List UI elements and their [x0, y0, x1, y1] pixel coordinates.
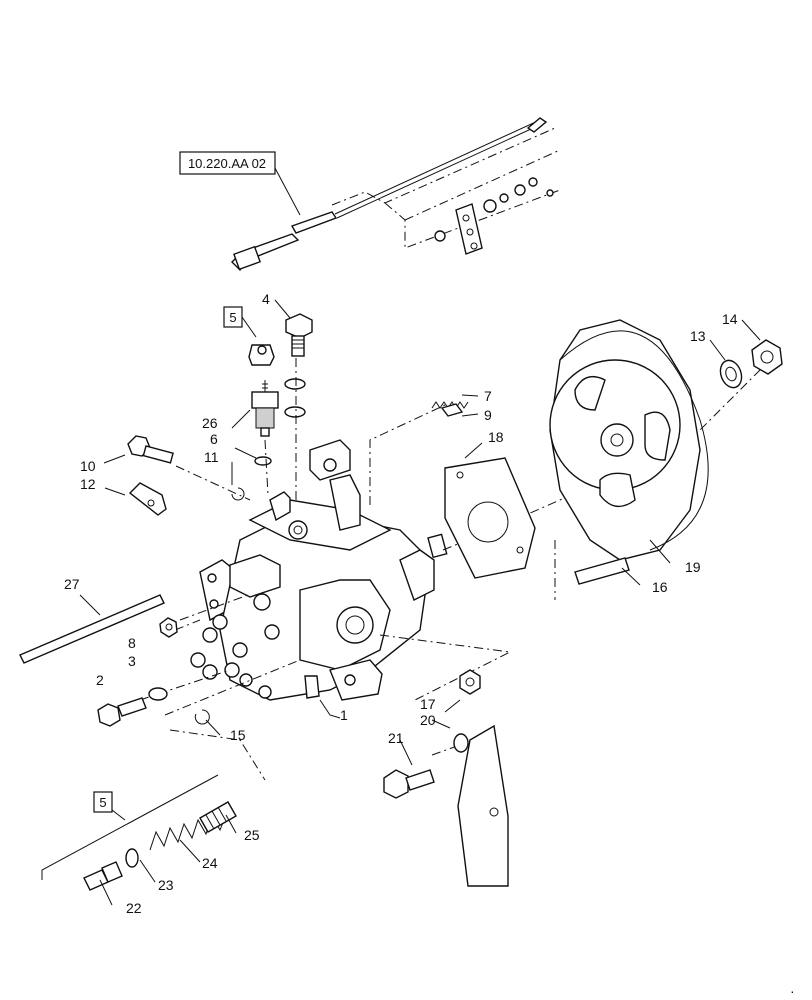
reference-label[interactable]: 10.220.AA 02: [188, 156, 266, 171]
injection-pump-body: [190, 439, 448, 719]
upper-left-parts: 5: [103, 299, 313, 516]
callout-23[interactable]: 23: [158, 877, 174, 893]
callout-16[interactable]: 16: [652, 579, 668, 595]
callout-9[interactable]: 9: [484, 407, 492, 423]
callout-4[interactable]: 4: [262, 291, 270, 307]
callout-21[interactable]: 21: [388, 730, 404, 746]
reference-box[interactable]: [179, 151, 276, 175]
callout-17[interactable]: 17: [420, 696, 436, 712]
callout-24[interactable]: 24: [202, 855, 218, 871]
callout-14[interactable]: 14: [722, 311, 738, 327]
callout-22[interactable]: 22: [126, 900, 142, 916]
callout-1[interactable]: 1: [340, 707, 348, 723]
kit-box-top-label[interactable]: 5: [229, 310, 236, 325]
callout-25[interactable]: 25: [244, 827, 260, 843]
callout-13[interactable]: 13: [690, 328, 706, 344]
callout-3[interactable]: 3: [128, 653, 136, 669]
kit-box-bottom-label[interactable]: 5: [99, 795, 106, 810]
gear-nut-washer: [709, 319, 783, 389]
corner-mark: ·: [790, 983, 795, 999]
bracket-assembly: [383, 669, 509, 887]
callout-6[interactable]: 6: [210, 431, 218, 447]
fasteners-left: [97, 617, 221, 736]
callout-27[interactable]: 27: [64, 576, 80, 592]
callout-18[interactable]: 18: [488, 429, 504, 445]
callout-labels: 1 2 3 4 6 7 8 9 10 11 12 13 14 15 16 17 …: [64, 291, 738, 916]
rod: [19, 594, 165, 664]
callout-12[interactable]: 12: [80, 476, 96, 492]
callout-15[interactable]: 15: [230, 727, 246, 743]
drive-gear: [549, 319, 709, 564]
throttle-cable-assembly: 10.220.AA 02: [179, 117, 561, 272]
callout-20[interactable]: 20: [420, 712, 436, 728]
callout-8[interactable]: 8: [128, 635, 136, 651]
gasket: [444, 442, 536, 579]
callout-2[interactable]: 2: [96, 672, 104, 688]
stud: [574, 557, 641, 586]
callout-7[interactable]: 7: [484, 388, 492, 404]
spring-and-key: [431, 394, 479, 417]
callout-10[interactable]: 10: [80, 458, 96, 474]
callout-26[interactable]: 26: [202, 415, 218, 431]
kit-box-bottom[interactable]: [93, 791, 113, 813]
callout-19[interactable]: 19: [685, 559, 701, 575]
callout-11[interactable]: 11: [204, 449, 219, 465]
lower-kit: 5: [41, 774, 237, 906]
